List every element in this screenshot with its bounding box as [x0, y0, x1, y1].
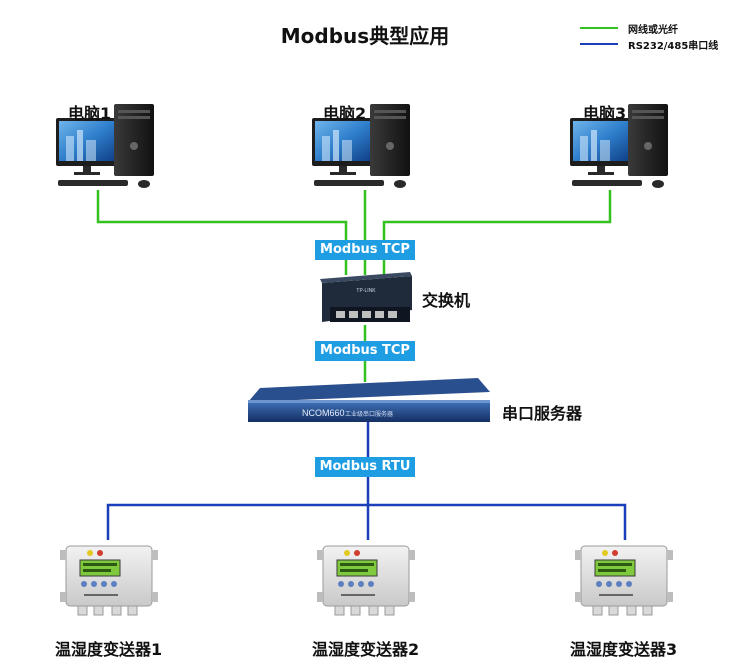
sensor-2-icon: [316, 545, 416, 616]
sensor-1-icon: [59, 545, 159, 616]
switch-brand: TP-LINK: [356, 288, 376, 294]
protocol-badge-tcp-mid: Modbus TCP: [315, 341, 415, 361]
sensor-1-label: 温湿度变送器1: [55, 640, 163, 659]
protocol-badge-tcp-top: Modbus TCP: [315, 240, 415, 260]
ethernet-cable-pc1: [96, 190, 348, 275]
legend-label-ethernet: 网线或光纤: [628, 25, 678, 36]
serial-server-icon: NCOM660 工业级串口服务器: [248, 378, 490, 422]
sensor-3-label: 温湿度变送器3: [570, 640, 678, 659]
server-model: NCOM660: [302, 408, 345, 418]
legend-swatch-ethernet: [580, 27, 618, 29]
page-title: Modbus典型应用: [280, 24, 450, 48]
computer-2-label: 电脑2: [323, 104, 367, 123]
sensor-2-label: 温湿度变送器2: [312, 640, 420, 659]
legend-swatch-serial: [580, 43, 618, 45]
legend-label-serial: RS232/485串口线: [628, 41, 719, 52]
serial-cable-bus: [106, 503, 627, 540]
switch-icon: TP-LINK: [320, 272, 412, 322]
protocol-badge-rtu: Modbus RTU: [315, 457, 415, 477]
switch-label: 交换机: [422, 291, 471, 310]
computer-3-label: 电脑3: [583, 104, 627, 123]
ethernet-cable-pc3: [382, 190, 612, 275]
sensor-3-icon: [574, 545, 674, 616]
server-label: 串口服务器: [502, 404, 583, 423]
computer-1-label: 电脑1: [68, 104, 112, 123]
server-subtitle: 工业级串口服务器: [345, 410, 393, 418]
serial-cables: [106, 422, 627, 540]
